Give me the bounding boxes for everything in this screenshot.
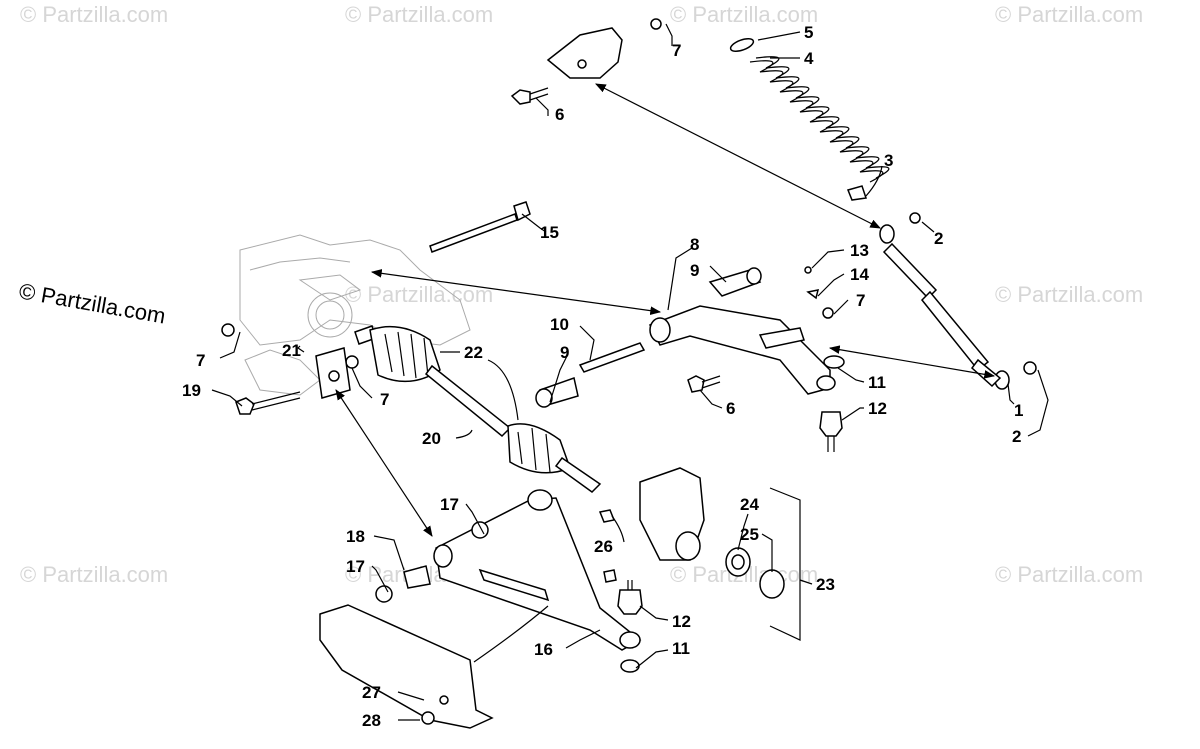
label-12: 12: [672, 612, 691, 631]
label-7: 7: [380, 390, 389, 409]
label-14: 14: [850, 265, 869, 284]
label-15: 15: [540, 223, 559, 242]
bearing-and-ring: [725, 547, 785, 599]
label-9: 9: [560, 343, 569, 362]
group-bracket: [769, 487, 813, 641]
bolt-top: [510, 87, 549, 105]
label-7: 7: [856, 291, 865, 310]
label-11: 11: [672, 639, 690, 658]
label-12: 12: [868, 399, 887, 418]
watermark: © Partzilla.com: [345, 2, 493, 27]
part-labels: 1 2 2 3 4 5 6 6 7 7 7 7 8 9 9 10 11 11 1…: [182, 23, 1023, 730]
steering-knuckle: [598, 467, 705, 583]
assembly-arrows: [335, 83, 996, 537]
label-26: 26: [594, 537, 613, 556]
upper-a-arm: [648, 305, 836, 395]
label-5: 5: [804, 23, 813, 42]
watermark-inline: © Partzilla.com: [17, 278, 167, 328]
watermark: © Partzilla.com: [995, 2, 1143, 27]
bushings-upper: [535, 267, 762, 408]
label-9: 9: [690, 261, 699, 280]
frame-mount: [315, 347, 351, 399]
label-20: 20: [422, 429, 441, 448]
label-7: 7: [196, 351, 205, 370]
watermark: © Partzilla.com: [995, 282, 1143, 307]
frame-sketch: [239, 234, 471, 396]
label-1: 1: [1014, 401, 1023, 420]
skid-plate: [319, 604, 494, 729]
label-19: 19: [182, 381, 201, 400]
label-17: 17: [346, 557, 365, 576]
label-25: 25: [740, 525, 759, 544]
watermark: © Partzilla.com: [995, 562, 1143, 587]
leader-lines: [211, 23, 1049, 721]
long-bolt: [429, 201, 531, 253]
label-11: 11: [868, 373, 886, 392]
label-17: 17: [440, 495, 459, 514]
label-4: 4: [804, 49, 814, 68]
label-23: 23: [816, 575, 835, 594]
label-13: 13: [850, 241, 869, 260]
lower-a-arm: [433, 489, 642, 651]
upper-bracket: [546, 18, 662, 79]
watermark: © Partzilla.com: [670, 2, 818, 27]
label-3: 3: [884, 151, 893, 170]
label-2: 2: [934, 229, 943, 248]
bolt-mid: [687, 375, 721, 393]
label-10: 10: [550, 315, 569, 334]
label-7: 7: [672, 41, 681, 60]
label-22: 22: [464, 343, 483, 362]
label-6: 6: [555, 105, 564, 124]
watermark-group: © Partzilla.com © Partzilla.com © Partzi…: [17, 2, 1143, 587]
label-2: 2: [1012, 427, 1021, 446]
label-24: 24: [740, 495, 759, 514]
cv-axle: [345, 325, 602, 493]
ball-joint-upper: [819, 411, 843, 452]
watermark: © Partzilla.com: [20, 562, 168, 587]
label-28: 28: [362, 711, 381, 730]
label-18: 18: [346, 527, 365, 546]
watermark: © Partzilla.com: [20, 2, 168, 27]
label-6: 6: [726, 399, 735, 418]
label-21: 21: [282, 341, 301, 360]
label-27: 27: [362, 683, 381, 702]
label-16: 16: [534, 640, 553, 659]
bolt-left: [221, 323, 301, 415]
label-8: 8: [690, 235, 699, 254]
ball-joint-lower: [617, 580, 643, 673]
